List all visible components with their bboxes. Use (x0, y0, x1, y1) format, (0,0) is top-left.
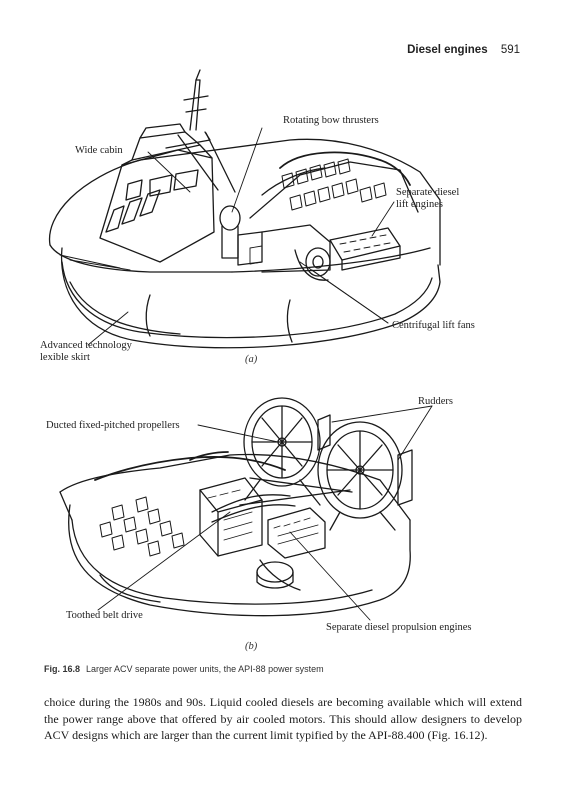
section-title: Diesel engines (407, 44, 488, 56)
body-paragraph: choice during the 1980s and 90s. Liquid … (44, 695, 522, 742)
panel-label-b: (b) (245, 641, 258, 652)
figure-caption-text: Larger ACV separate power units, the API… (86, 664, 324, 674)
figure-number: Fig. 16.8 (44, 664, 81, 674)
label-separate-diesel-lift-engines-line2: lift engines (396, 199, 443, 210)
label-separate-diesel-propulsion-engines: Separate diesel propulsion engines (326, 622, 472, 633)
label-centrifugal-lift-fans: Centrifugal lift fans (392, 320, 475, 331)
figure-caption: Fig. 16.8 Larger ACV separate power units… (44, 664, 324, 674)
label-ducted-fixed-pitched-propellers: Ducted fixed-pitched propellers (46, 420, 180, 431)
page-number: 591 (500, 44, 520, 56)
label-advanced-technology-line2: lexible skirt (40, 352, 90, 363)
running-head: Diesel engines 591 (407, 44, 520, 56)
label-toothed-belt-drive: Toothed belt drive (66, 610, 143, 621)
label-separate-diesel-lift-engines-line1: Separate diesel (396, 187, 460, 198)
label-advanced-technology-line1: Advanced technology (40, 340, 132, 351)
label-rudders: Rudders (418, 396, 453, 407)
hovercraft-b-drawing (59, 397, 413, 617)
hovercraft-illustrations (48, 69, 441, 621)
label-rotating-bow-thrusters: Rotating bow thrusters (283, 115, 379, 126)
panel-label-a: (a) (245, 354, 258, 365)
label-wide-cabin: Wide cabin (75, 145, 123, 156)
hovercraft-a-drawing (48, 69, 441, 349)
